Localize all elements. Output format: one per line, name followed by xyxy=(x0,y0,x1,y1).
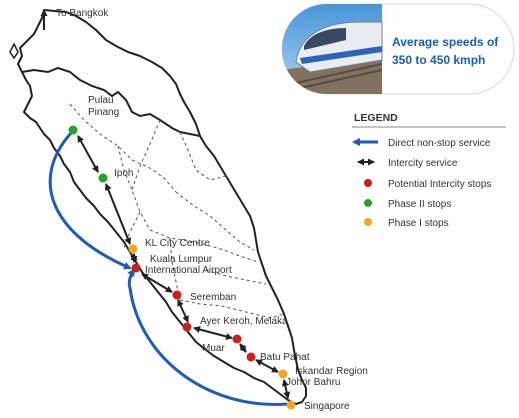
legend-item-intercity: Intercity service xyxy=(388,158,458,169)
station-dot xyxy=(246,352,256,362)
station-label: Muar xyxy=(202,343,225,354)
train-photo xyxy=(282,4,383,94)
station-singapore: Singapore xyxy=(286,400,350,412)
station-ipoh: Ipoh xyxy=(98,168,133,183)
station-dot xyxy=(286,400,296,410)
north-label: To Bangkok xyxy=(56,8,109,19)
station-label-line: Iskandar Region xyxy=(295,366,368,377)
station-label: Batu Pahat xyxy=(260,352,310,363)
station-seremban: Seremban xyxy=(172,290,236,303)
station-klia: Kuala Lumpur International Airport xyxy=(131,254,232,276)
station-label-line: Johor Bahru xyxy=(286,377,340,388)
station-label-line: International Airport xyxy=(145,265,232,276)
station-label: Iskandar Region Johor Bahru xyxy=(286,366,371,388)
legend-item-potential: Potential Intercity stops xyxy=(388,179,491,190)
train-window xyxy=(304,28,346,50)
legend-red-dot-icon xyxy=(364,179,372,187)
state-borders xyxy=(69,103,285,319)
station-label: Seremban xyxy=(190,292,236,303)
station-dot xyxy=(128,244,138,254)
station-dot xyxy=(68,125,78,135)
legend-item-phase2: Phase II stops xyxy=(388,199,451,210)
legend-title: LEGEND xyxy=(354,112,398,124)
island-shape xyxy=(9,42,19,60)
speed-line-2: 350 to 450 kmph xyxy=(392,53,485,67)
station-dot xyxy=(172,290,182,300)
station-dot xyxy=(182,322,192,332)
station-label: Ayer Keroh, Melaka xyxy=(200,316,288,327)
station-dot xyxy=(232,334,242,344)
station-dot xyxy=(98,173,108,183)
station-label-line: Pinang xyxy=(88,107,119,118)
station-pulau-pinang: Pulau Pinang xyxy=(68,95,119,135)
intercity-routes xyxy=(77,135,291,399)
station-ayer-keroh: Ayer Keroh, Melaka xyxy=(182,316,288,332)
direct-route-penang xyxy=(48,130,132,270)
station-kl-city-centre: KL City Centre xyxy=(128,238,210,254)
train-stripe xyxy=(300,46,382,64)
station-label-line: Pulau xyxy=(88,95,114,106)
legend-item-direct: Direct non-stop service xyxy=(388,138,491,149)
station-muar: Muar xyxy=(202,334,242,354)
legend-item-phase1: Phase I stops xyxy=(388,218,449,229)
photo-highlight xyxy=(282,4,382,94)
station-label: Singapore xyxy=(304,401,350,412)
station-label: KL City Centre xyxy=(145,238,210,249)
northern-border xyxy=(21,66,201,137)
speed-badge: Average speeds of 350 to 450 kmph xyxy=(281,3,515,95)
station-label-line: Kuala Lumpur xyxy=(150,254,213,265)
station-batu-pahat: Batu Pahat xyxy=(246,352,310,363)
legend: LEGEND Direct non-stop service Intercity… xyxy=(352,112,506,229)
peninsula-outline xyxy=(17,9,307,405)
station-dot xyxy=(278,369,288,379)
speed-line-1: Average speeds of xyxy=(392,35,499,49)
station-label: Ipoh xyxy=(114,168,133,179)
legend-orange-dot-icon xyxy=(364,218,372,226)
station-iskandar: Iskandar Region Johor Bahru xyxy=(278,366,371,388)
legend-green-dot-icon xyxy=(364,199,372,207)
direct-route-singapore xyxy=(127,268,289,406)
station-label: Pulau Pinang xyxy=(88,95,119,118)
station-label: Kuala Lumpur International Airport xyxy=(145,254,232,276)
station-dot xyxy=(131,263,141,273)
